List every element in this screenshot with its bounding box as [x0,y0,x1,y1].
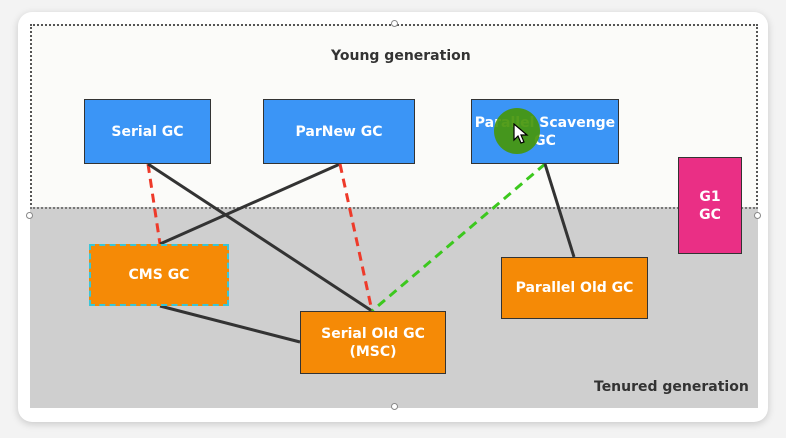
resize-handle-bottom[interactable] [391,403,398,410]
link-parnew-serialold [338,163,374,312]
g1-gc-box[interactable]: G1 GC [678,157,742,254]
serial-old-gc-box[interactable]: Serial Old GC (MSC) [300,311,446,374]
resize-handle-right[interactable] [754,212,761,219]
parnew-gc-box[interactable]: ParNew GC [263,99,415,164]
serial-gc-label: Serial GC [111,123,184,140]
link-serial-serialold [147,162,373,313]
cms-gc-box[interactable]: CMS GC [89,244,229,306]
serial-old-gc-label-line2: (MSC) [349,343,397,360]
link-cms-serialold [159,304,301,344]
cms-gc-label: CMS GC [128,267,190,283]
link-parnew-cms [159,162,341,246]
serial-gc-box[interactable]: Serial GC [84,99,211,164]
parnew-gc-label: ParNew GC [295,123,383,140]
link-parallelscavenge-serialold [371,162,546,313]
parallel-old-gc-box[interactable]: Parallel Old GC [501,257,648,319]
tenured-generation-label: Tenured generation [594,379,749,395]
link-parallelscavenge-parallelold [543,163,576,258]
young-generation-label: Young generation [331,48,471,64]
g1-gc-label-line1: G1 [699,188,721,205]
serial-old-gc-label-line1: Serial Old GC [321,325,425,342]
g1-gc-label-line2: GC [699,206,721,223]
mouse-pointer-icon [513,122,529,149]
resize-handle-left[interactable] [26,212,33,219]
parallel-scavenge-label-line2: GC [534,132,556,149]
link-serial-cms [146,163,162,245]
parallel-old-gc-label: Parallel Old GC [515,280,634,296]
resize-handle-top[interactable] [391,20,398,27]
